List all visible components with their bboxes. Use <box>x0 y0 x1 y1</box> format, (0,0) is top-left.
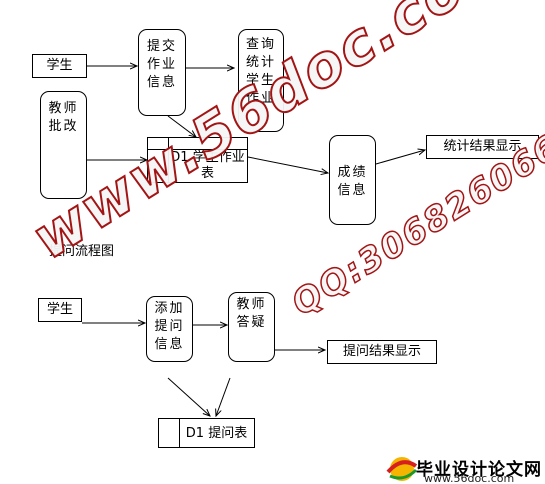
datastore-d1-homework-label: D1 学生作业 表 <box>170 150 245 181</box>
node-student-top: 学生 <box>32 54 87 78</box>
node-query-stats: 查询 统计 学生 作业 <box>238 29 284 132</box>
node-student-top-label: 学生 <box>46 58 73 73</box>
swirl-logo-icon <box>386 457 418 481</box>
arrow-submit-to-d1 <box>167 115 196 137</box>
datastore-top-line <box>148 149 247 150</box>
node-grade-info: 成绩 信息 <box>329 135 376 225</box>
node-teacher-grade: 教师 批改 <box>40 91 87 199</box>
node-question-result: 提问结果显示 <box>327 340 437 364</box>
node-student-bottom: 学生 <box>38 298 82 322</box>
datastore-d1-question: D1 提问表 <box>158 418 255 448</box>
node-teacher-answer: 教师 答疑 <box>228 292 275 362</box>
arrow-d1-to-grade <box>247 156 328 173</box>
arrow-grade-to-stats <box>375 150 425 165</box>
datastore-question-divider <box>179 419 180 447</box>
node-student-bottom-label: 学生 <box>46 302 73 317</box>
footer-title: 毕业设计论文网 <box>416 460 542 480</box>
datastore-divider <box>168 138 169 182</box>
arrow-right-to-d1-question <box>216 377 231 416</box>
section-title: 提问流程图 <box>49 244 115 259</box>
datastore-d1-question-label: D1 提问表 <box>185 426 248 441</box>
footer-url: www.56doc.com <box>424 472 515 484</box>
node-add-question: 添加 提问 信息 <box>146 296 193 362</box>
node-stats-result-label: 统计结果显示 <box>443 139 522 154</box>
node-stats-result: 统计结果显示 <box>426 135 539 159</box>
arrow-left-to-d1-question <box>167 377 210 416</box>
datastore-d1-homework: D1 学生作业 表 <box>147 137 248 183</box>
node-question-result-label: 提问结果显示 <box>342 344 421 359</box>
node-submit-info: 提交 作业 信息 <box>138 29 186 116</box>
